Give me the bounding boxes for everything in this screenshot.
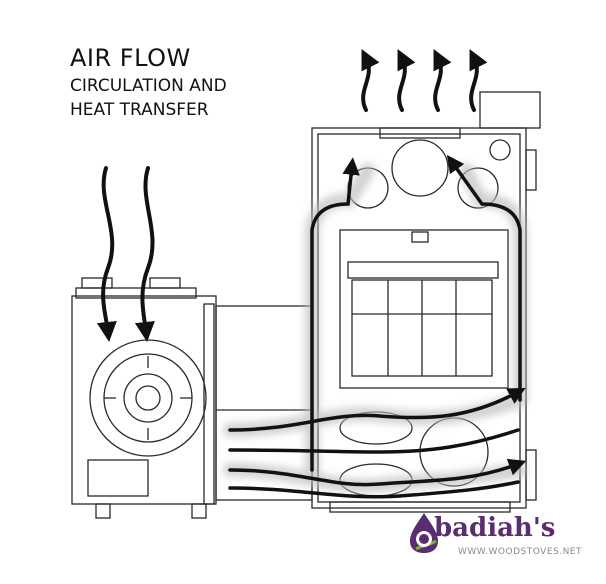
circulation-arrows [228, 154, 527, 499]
flame-drop-icon [410, 513, 438, 553]
blower-top-flange [75, 287, 197, 299]
blower-foot-right [191, 503, 207, 519]
intake-arrows [96, 166, 155, 342]
intake-arrow-2 [134, 166, 155, 342]
title-line-3: HEAT TRANSFER [70, 100, 209, 120]
left-riser-arrow [310, 157, 360, 472]
exhaust-arrow-2 [397, 49, 416, 112]
lower-duct-arrow [228, 458, 527, 487]
flue-collar [391, 139, 449, 197]
exhaust-arrow-3 [433, 49, 452, 112]
upper-duct-arrow [228, 387, 526, 432]
firebox [339, 229, 509, 389]
baffle [347, 261, 499, 279]
brand-name: badiah's [434, 513, 556, 543]
brand-url: WWW.WOODSTOVES.NET [458, 547, 582, 557]
intake-arrow-1 [96, 166, 117, 342]
flue-box [479, 91, 541, 129]
right-riser-arrow [446, 154, 522, 402]
exhaust-arrow-4 [469, 49, 488, 112]
blower-foot-left [95, 503, 111, 519]
brand-logo: badiah's WWW.WOODSTOVES.NET [406, 509, 596, 559]
exhaust-arrow-1 [361, 49, 380, 112]
blower-hub [123, 373, 173, 423]
title-line-2: CIRCULATION AND [70, 76, 227, 96]
exhaust-arrows [361, 49, 488, 112]
title-line-1: AIR FLOW [70, 44, 191, 72]
airflow-glow [223, 163, 527, 493]
blower-unit [71, 277, 217, 519]
diagram-title: AIR FLOW CIRCULATION AND HEAT TRANSFER [70, 44, 227, 120]
